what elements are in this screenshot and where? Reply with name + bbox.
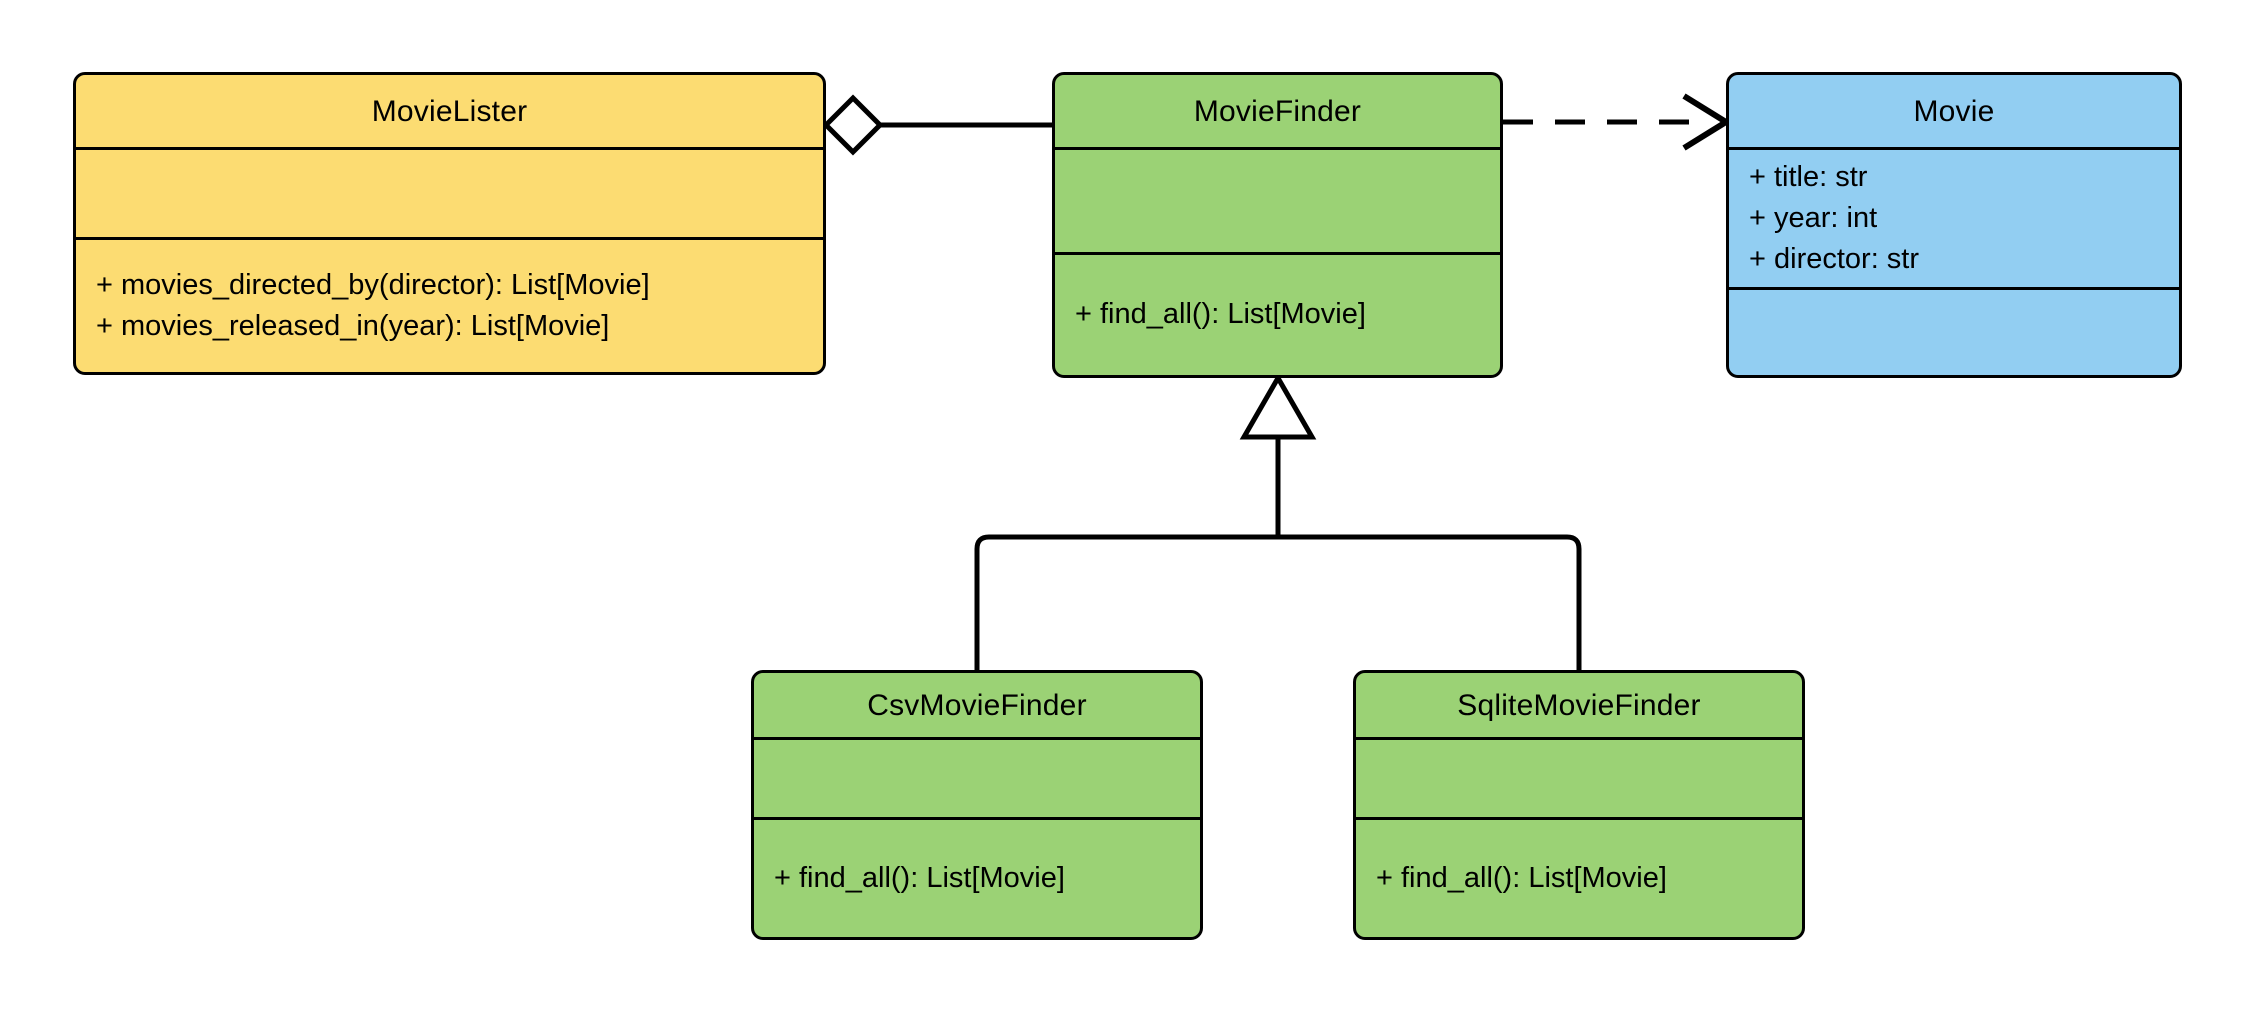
class-methods-compartment [1729,287,2179,375]
class-methods-compartment: + find_all(): List[Movie] [754,817,1200,937]
class-box-sqlitemoviefinder[interactable]: SqliteMovieFinder + find_all(): List[Mov… [1353,670,1805,940]
class-name-compartment: MovieFinder [1055,75,1500,147]
method-line: + find_all(): List[Movie] [1075,298,1366,331]
attribute-line: + director: str [1749,243,1920,276]
open-arrow-icon [1682,93,1732,151]
attribute-line: + year: int [1749,201,1878,234]
class-box-movie[interactable]: Movie + title: str + year: int + directo… [1726,72,2182,378]
hollow-triangle-icon [1239,372,1317,440]
class-name-label: SqliteMovieFinder [1457,688,1701,722]
generalization-edge-group [974,372,1582,670]
class-box-movielister[interactable]: MovieLister + movies_directed_by(directo… [73,72,826,375]
method-line: + find_all(): List[Movie] [1376,861,1667,894]
method-line: + find_all(): List[Movie] [774,861,1065,894]
class-attributes-compartment [754,737,1200,817]
method-line: + movies_directed_by(director): List[Mov… [96,268,650,301]
class-name-label: MovieFinder [1193,94,1362,128]
class-name-compartment: MovieLister [76,75,823,147]
class-methods-compartment: + find_all(): List[Movie] [1356,817,1802,937]
class-name-label: CsvMovieFinder [867,688,1087,722]
class-name-label: MovieLister [371,94,528,128]
class-name-compartment: SqliteMovieFinder [1356,673,1802,737]
hollow-diamond-icon [822,94,884,156]
class-box-csvmoviefinder[interactable]: CsvMovieFinder + find_all(): List[Movie] [751,670,1203,940]
aggregation-edge-movielister-moviefinder [822,94,1052,156]
class-box-moviefinder[interactable]: MovieFinder + find_all(): List[Movie] [1052,72,1503,378]
class-name-compartment: Movie [1729,75,2179,147]
class-attributes-compartment: + title: str + year: int + director: str [1729,147,2179,287]
class-name-label: Movie [1913,94,1995,128]
class-attributes-compartment [76,147,823,237]
class-attributes-compartment [1356,737,1802,817]
generalization-fork-path [974,534,1582,670]
class-methods-compartment: + movies_directed_by(director): List[Mov… [76,237,823,372]
class-methods-compartment: + find_all(): List[Movie] [1055,252,1500,375]
class-attributes-compartment [1055,147,1500,252]
dependency-edge-moviefinder-movie [1503,93,1732,151]
class-name-compartment: CsvMovieFinder [754,673,1200,737]
method-line: + movies_released_in(year): List[Movie] [96,310,610,342]
attribute-line: + title: str [1749,160,1868,193]
